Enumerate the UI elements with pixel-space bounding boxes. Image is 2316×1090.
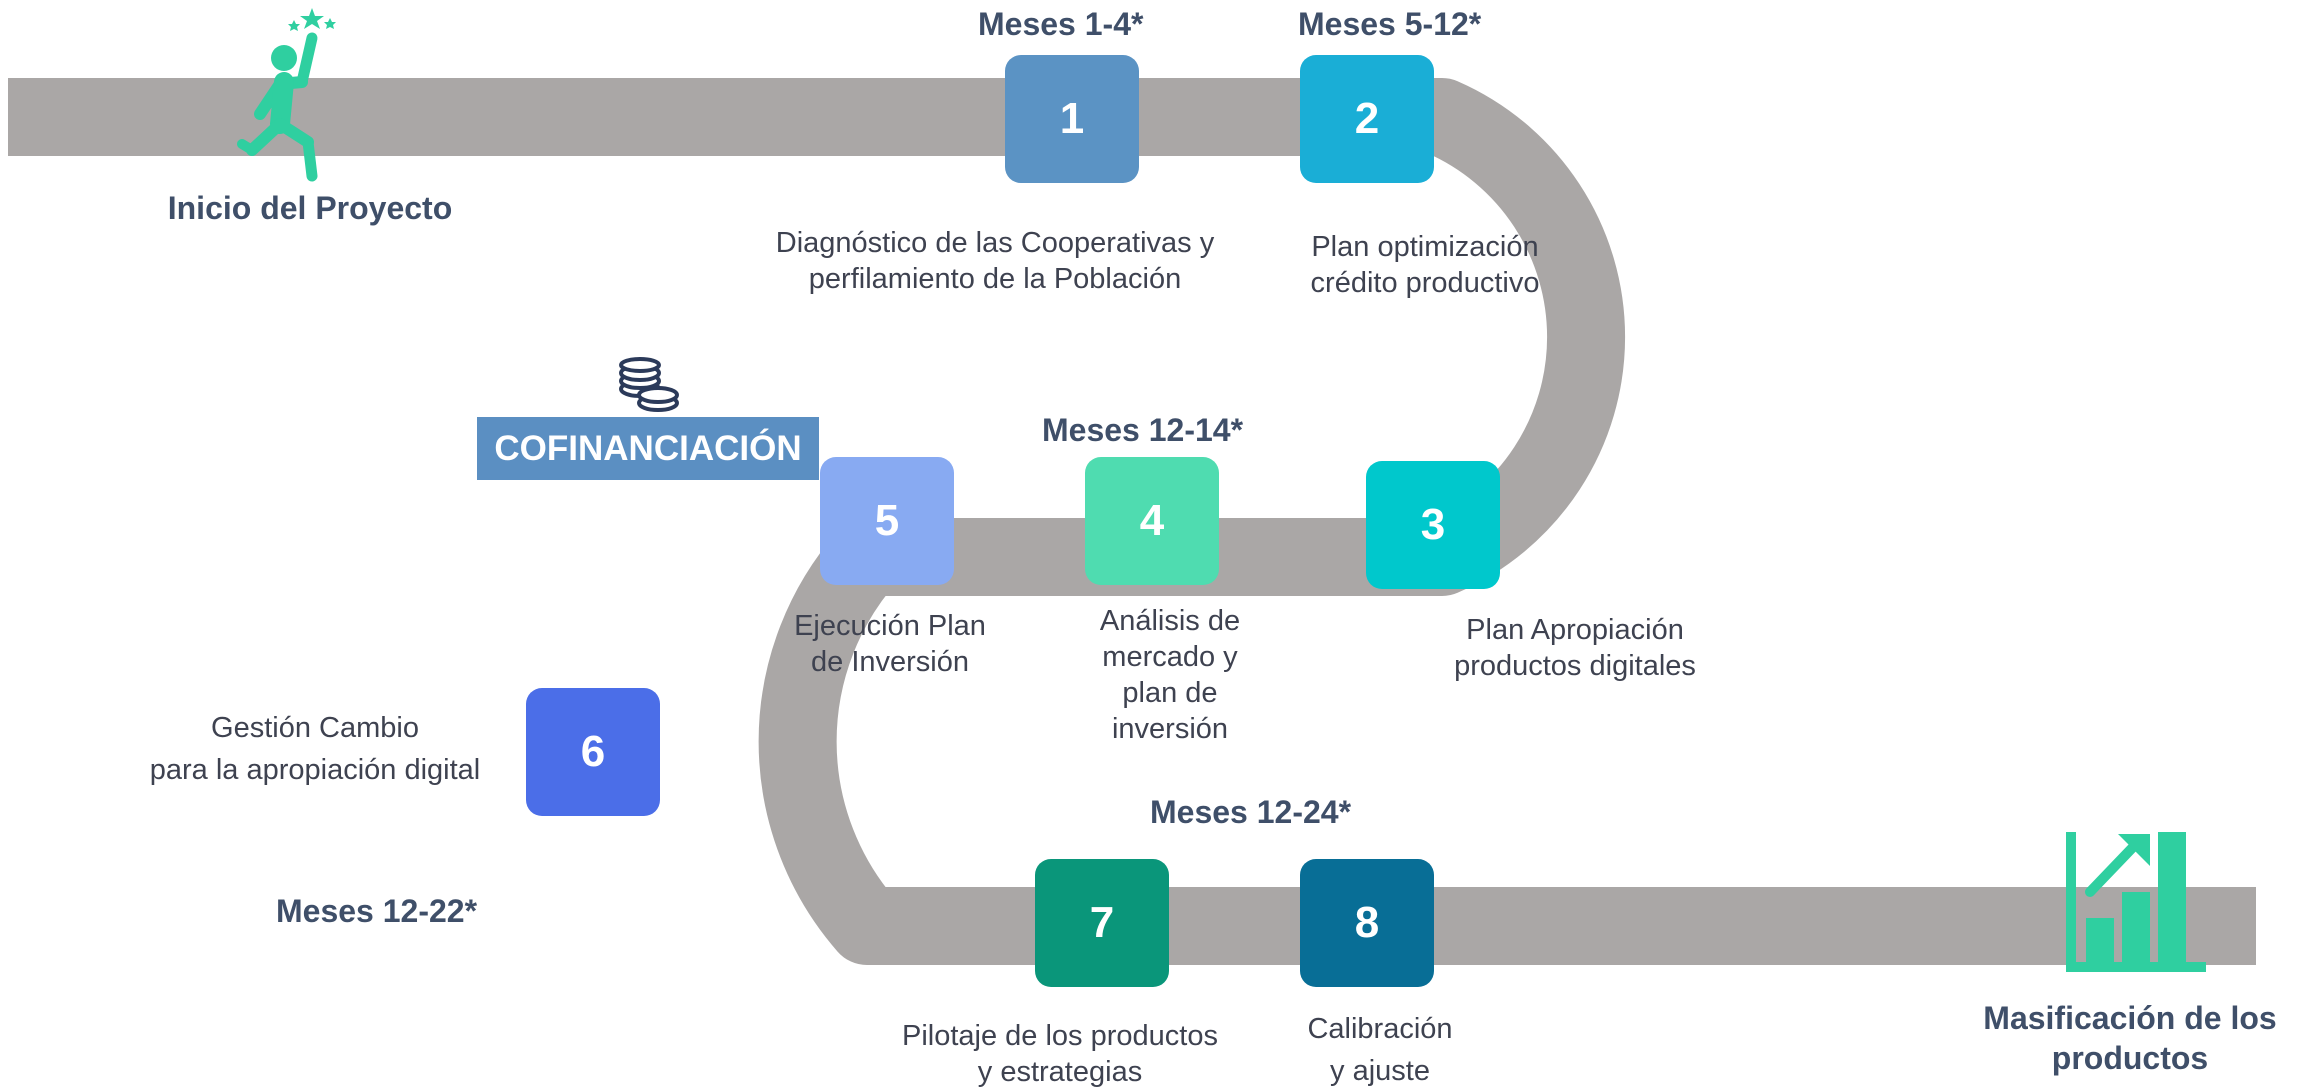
step-1-box: 1	[1005, 55, 1139, 183]
step-6-box: 6	[526, 688, 660, 816]
growth-chart-icon	[2066, 832, 2206, 972]
cofinancing-label: COFINANCIACIÓN	[494, 428, 802, 468]
step-2-description: Plan optimización crédito productivo	[1310, 231, 1540, 299]
step-6-number: 6	[580, 727, 606, 776]
step-3-number: 3	[1420, 500, 1446, 549]
step-3-box: 3	[1366, 461, 1500, 589]
step-5-description: Ejecución Plan de Inversión	[794, 610, 986, 678]
step-1-description: Diagnóstico de las Cooperativas y perfil…	[775, 227, 1215, 295]
end-milestone-label: Masificación de los productos	[1983, 1000, 2277, 1076]
cofinancing-badge: COFINANCIACIÓN	[477, 417, 819, 480]
step-3-description: Plan Apropiación productos digitales	[1454, 614, 1696, 682]
step-2-box: 2	[1300, 55, 1434, 183]
step-7-number: 7	[1089, 898, 1115, 947]
coins-stack-icon	[619, 357, 679, 412]
months-1-4-label: Meses 1-4*	[978, 6, 1144, 42]
months-12-14-label: Meses 12-14*	[1042, 412, 1244, 448]
start-milestone-label: Inicio del Proyecto	[167, 190, 453, 226]
person-reaching-star-icon	[237, 8, 336, 182]
step-4-box: 4	[1085, 457, 1219, 585]
months-5-12-label: Meses 5-12*	[1298, 6, 1482, 42]
step-4-number: 4	[1139, 496, 1165, 545]
step-5-box: 5	[820, 457, 954, 585]
step-1-number: 1	[1059, 94, 1085, 143]
months-12-24-label: Meses 12-24*	[1150, 794, 1352, 830]
step-8-box: 8	[1300, 859, 1434, 987]
step-4-description: Análisis de mercado y plan de inversión	[1099, 605, 1241, 745]
step-7-description: Pilotaje de los productos y estrategias	[902, 1020, 1218, 1088]
months-12-22-label: Meses 12-22*	[276, 893, 478, 929]
step-8-number: 8	[1354, 898, 1380, 947]
step-2-number: 2	[1354, 94, 1380, 143]
step-6-description: Gestión Cambio para la apropiación digit…	[149, 712, 481, 786]
step-5-number: 5	[874, 496, 900, 545]
step-7-box: 7	[1035, 859, 1169, 987]
step-8-description: Calibración y ajuste	[1307, 1013, 1453, 1087]
